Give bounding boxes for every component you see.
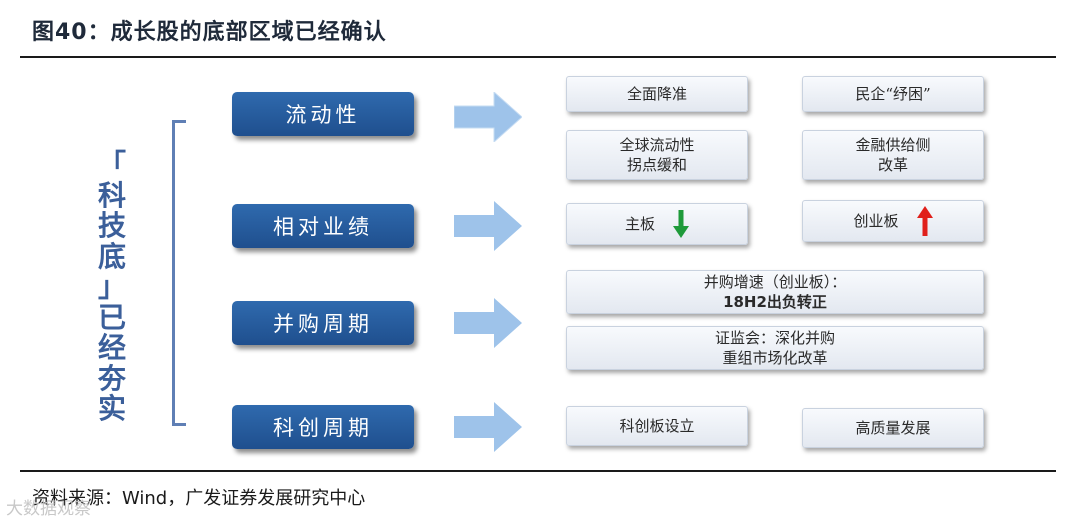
bottom-rule [20, 470, 1056, 472]
up-arrow-icon [916, 206, 933, 236]
box-financial-supply-reform: 金融供给侧 改革 [802, 130, 984, 180]
side-label-char: 已 [97, 300, 126, 334]
side-label-char: 实 [97, 392, 126, 425]
figure-title: 图40：成长股的底部区域已经确认 [32, 20, 387, 45]
side-label-char: 经 [97, 331, 126, 364]
watermark: 大数据观察 [6, 499, 91, 519]
source-note: 资料来源：Wind，广发证券发展研究中心 [32, 488, 366, 509]
box-global-liquidity: 全球流动性 拐点缓和 [566, 130, 748, 180]
side-label-char: 夯 [97, 361, 126, 395]
side-label-char: 底 [97, 239, 126, 273]
box-text: 证监会：深化并购 [714, 329, 835, 347]
side-label: 「 科 技 底 」 已 经 夯 实 [92, 148, 132, 425]
box-text: 重组市场化改革 [722, 349, 828, 367]
down-arrow-icon [673, 210, 689, 238]
box-text: 高质量发展 [855, 419, 931, 437]
box-private-firm-relief: 民企“纾困” [802, 76, 984, 112]
box-chinext: 创业板 [802, 200, 984, 242]
box-text: 金融供给侧 [855, 136, 931, 154]
left-bracket [172, 120, 186, 426]
box-full-rrr-cut: 全面降准 [566, 76, 748, 112]
box-text: 拐点缓和 [626, 156, 687, 174]
right-arrow-icon [454, 298, 522, 348]
box-text: 创业板 [853, 212, 899, 230]
right-arrow-icon [454, 201, 522, 251]
category-ma-cycle: 并购周期 [232, 301, 414, 345]
box-text: 主板 [624, 215, 655, 233]
top-rule [20, 56, 1056, 58]
category-tech-cycle: 科创周期 [232, 405, 414, 449]
box-text: 科创板设立 [619, 417, 695, 435]
side-label-char: 」 [97, 270, 126, 303]
box-text: 18H2出负转正 [723, 293, 827, 311]
box-high-quality-development: 高质量发展 [802, 408, 984, 448]
side-label-char: 科 [97, 178, 126, 212]
right-arrow-icon [454, 92, 522, 142]
box-text: 民企“纾困” [855, 85, 931, 103]
box-text: 改革 [877, 156, 908, 174]
box-text: 全面降准 [626, 85, 687, 103]
box-ma-growth: 并购增速（创业板）： 18H2出负转正 [566, 270, 984, 314]
box-text: 全球流动性 [619, 136, 695, 154]
side-label-char: 技 [97, 209, 126, 242]
category-relative-performance: 相对业绩 [232, 204, 414, 248]
box-text: 并购增速（创业板）： [703, 273, 847, 291]
box-csrc-reform: 证监会：深化并购 重组市场化改革 [566, 326, 984, 370]
right-arrow-icon [454, 402, 522, 452]
category-liquidity: 流动性 [232, 92, 414, 136]
side-label-char: 「 [97, 148, 126, 181]
box-star-market: 科创板设立 [566, 406, 748, 446]
box-main-board: 主板 [566, 203, 748, 245]
